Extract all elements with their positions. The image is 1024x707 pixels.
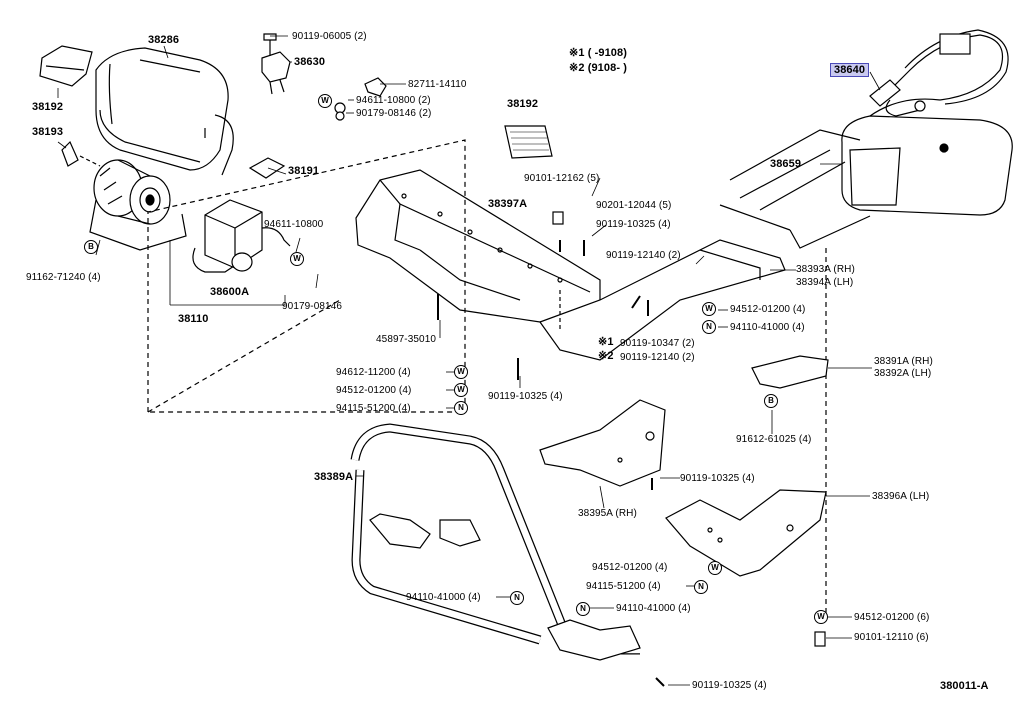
- washer-symbol: W: [454, 383, 468, 397]
- label-38640-highlighted[interactable]: 38640: [830, 63, 870, 77]
- label-90101-12110[interactable]: 90101-12110 (6): [854, 632, 929, 643]
- label-38389a[interactable]: 38389A: [314, 471, 354, 483]
- label-94110-41000-c[interactable]: 94110-41000 (4): [616, 603, 691, 614]
- bracket-38396a: [665, 489, 827, 577]
- label-38192-left[interactable]: 38192: [32, 101, 64, 113]
- nut-symbol: N: [510, 591, 524, 605]
- leader-lines: [57, 35, 881, 686]
- bag-38659: [841, 98, 1013, 216]
- washer-symbol: W: [454, 365, 468, 379]
- band: [61, 140, 79, 167]
- label-90119-10325-right[interactable]: 90119-10325 (4): [680, 473, 755, 484]
- label-38630[interactable]: 38630: [294, 56, 326, 68]
- bracket-38397a: [355, 169, 601, 323]
- plate-38191: [248, 157, 286, 179]
- label-38191[interactable]: 38191: [288, 165, 320, 177]
- label-38391a[interactable]: 38391A (RH): [874, 356, 933, 367]
- label-90119-06005[interactable]: 90119-06005 (2): [292, 31, 367, 42]
- label-38395a[interactable]: 38395A (RH): [578, 508, 637, 519]
- seat-cushion: [95, 47, 229, 171]
- winch-motor: [89, 159, 187, 251]
- label-94110-41000-b[interactable]: 94110-41000 (4): [406, 592, 481, 603]
- label-38193[interactable]: 38193: [32, 126, 64, 138]
- label-91612-61025[interactable]: 91612-61025 (4): [736, 434, 812, 445]
- label-94512-01200-b[interactable]: 94512-01200 (4): [336, 385, 412, 396]
- label-94512-01200-d[interactable]: 94512-01200 (6): [854, 612, 930, 623]
- label-38394a[interactable]: 38394A (LH): [796, 277, 854, 288]
- label-94512-01200-a[interactable]: 94512-01200 (4): [730, 304, 806, 315]
- nut-symbol: N: [576, 602, 590, 616]
- seat-pad-left: [39, 45, 93, 87]
- label-45897-35010[interactable]: 45897-35010: [376, 334, 437, 345]
- label-38392a[interactable]: 38392A (LH): [874, 368, 932, 379]
- label-90101-12162[interactable]: 90101-12162 (5): [524, 173, 600, 184]
- clip-82711: [364, 77, 387, 97]
- dashed-box: [147, 139, 466, 413]
- label-82711-14110[interactable]: 82711-14110: [408, 79, 467, 90]
- label-90201-12044[interactable]: 90201-12044 (5): [596, 200, 672, 211]
- washer-symbol: W: [708, 561, 722, 575]
- label-90119-10325-bottom[interactable]: 90119-10325 (4): [692, 680, 767, 691]
- relay-box: [192, 199, 291, 273]
- mark-2: ※2: [598, 350, 614, 362]
- label-94110-41000-a[interactable]: 94110-41000 (4): [730, 322, 805, 333]
- label-90119-10325-top[interactable]: 90119-10325 (4): [596, 219, 671, 230]
- label-91162-71240[interactable]: 91162-71240 (4): [26, 272, 101, 283]
- label-38110[interactable]: 38110: [178, 313, 209, 325]
- bolt-symbol: B: [84, 240, 98, 254]
- label-38600a[interactable]: 38600A: [210, 286, 250, 298]
- bracket-38395a: [539, 399, 666, 487]
- label-38659[interactable]: 38659: [770, 158, 802, 170]
- washer-symbol: W: [290, 252, 304, 266]
- bumper-38389a: [350, 423, 641, 661]
- label-38397a[interactable]: 38397A: [488, 198, 528, 210]
- label-38192-right[interactable]: 38192: [507, 98, 539, 110]
- label-94612-11200[interactable]: 94612-11200 (4): [336, 367, 411, 378]
- label-90119-12140-b[interactable]: 90119-12140 (2): [620, 352, 695, 363]
- figure-code: 380011-A: [940, 680, 989, 692]
- legend-line-1: ※1 ( -9108): [569, 47, 628, 59]
- washer-symbol: W: [702, 302, 716, 316]
- label-90119-12140-a[interactable]: 90119-12140 (2): [606, 250, 681, 261]
- nut-symbol: N: [702, 320, 716, 334]
- cable-38640: [869, 29, 1009, 117]
- label-38396a[interactable]: 38396A (LH): [872, 491, 930, 502]
- label-90119-10347[interactable]: 90119-10347 (2): [620, 338, 695, 349]
- label-94512-01200-c[interactable]: 94512-01200 (4): [592, 562, 668, 573]
- nut-symbol: N: [694, 580, 708, 594]
- legend-line-2: ※2 (9108- ): [569, 62, 628, 74]
- washer-symbol: W: [318, 94, 332, 108]
- label-94611-10800[interactable]: 94611-10800: [264, 219, 324, 230]
- label-90119-10325-mid[interactable]: 90119-10325 (4): [488, 391, 563, 402]
- label-94115-51200-a[interactable]: 94115-51200 (4): [336, 403, 411, 414]
- label-90179-08146-2[interactable]: 90179-08146 (2): [356, 108, 432, 119]
- mark-1: ※1: [598, 336, 614, 348]
- washer-symbol: W: [814, 610, 828, 624]
- label-94611-10800-2[interactable]: 94611-10800 (2): [356, 95, 431, 106]
- pad-38192: [504, 125, 553, 159]
- bolt-symbol: B: [764, 394, 778, 408]
- label-38286[interactable]: 38286: [148, 34, 180, 46]
- label-38393a[interactable]: 38393A (RH): [796, 264, 855, 275]
- label-94115-51200-b[interactable]: 94115-51200 (4): [586, 581, 661, 592]
- nut-symbol: N: [454, 401, 468, 415]
- switch-38630: [261, 33, 291, 95]
- label-90179-08146[interactable]: 90179-08146: [282, 301, 343, 312]
- frame-rail: [719, 129, 871, 249]
- bracket-38391a: [751, 355, 829, 389]
